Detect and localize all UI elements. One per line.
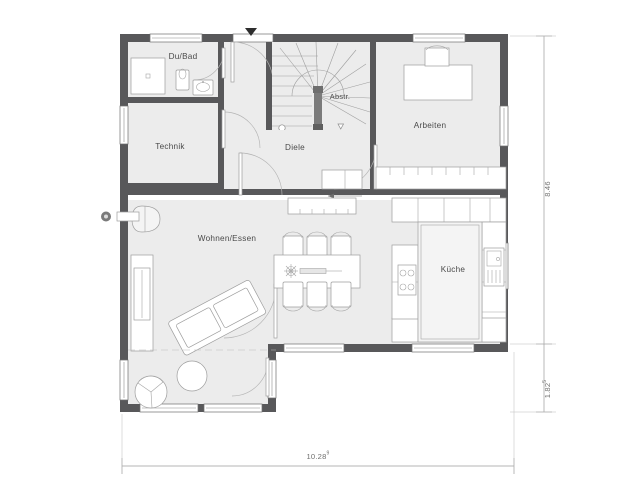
- sideboard: [130, 254, 154, 352]
- dimension-main-depth: 8.46: [510, 35, 556, 345]
- room-labels: Du/Bad Technik Abstr. Diele Arbeiten Woh…: [155, 52, 465, 274]
- sofa: [168, 280, 267, 356]
- dining-set: [273, 231, 361, 312]
- interior-doors: [193, 41, 378, 397]
- dimension-bay-depth-label: 1.825: [542, 380, 552, 399]
- room-label-abstellraum: Abstr.: [330, 92, 350, 101]
- dimension-overall-width-label: 10.289: [307, 451, 330, 461]
- dimension-main-depth-label: 8.46: [543, 181, 552, 197]
- armchair: [134, 375, 168, 409]
- bathroom-fixtures: [130, 57, 214, 96]
- exterior-openings: [119, 33, 509, 413]
- dimension-overall-width: 10.289: [121, 352, 515, 474]
- room-label-technik: Technik: [155, 142, 185, 151]
- room-label-arbeiten: Arbeiten: [414, 121, 447, 130]
- dimension-bay-depth: 1.825: [510, 344, 556, 413]
- office-furniture: [375, 45, 507, 190]
- interior-walls: [128, 42, 506, 195]
- staircase: [272, 41, 371, 130]
- room-label-du-bad: Du/Bad: [169, 52, 198, 61]
- round-coffee-table: [176, 360, 208, 392]
- living-dining-furniture: [101, 197, 361, 409]
- refrigerator: [483, 247, 505, 287]
- room-label-kueche: Küche: [441, 265, 466, 274]
- hall-furniture: [321, 169, 363, 199]
- entrance-direction-marker: [245, 28, 257, 36]
- room-label-wohnen-essen: Wohnen/Essen: [198, 234, 257, 243]
- kitchen-furniture: [391, 197, 507, 343]
- room-label-diele: Diele: [285, 143, 305, 152]
- grand-piano: [101, 205, 161, 233]
- hall-direction-arrow: [328, 193, 362, 199]
